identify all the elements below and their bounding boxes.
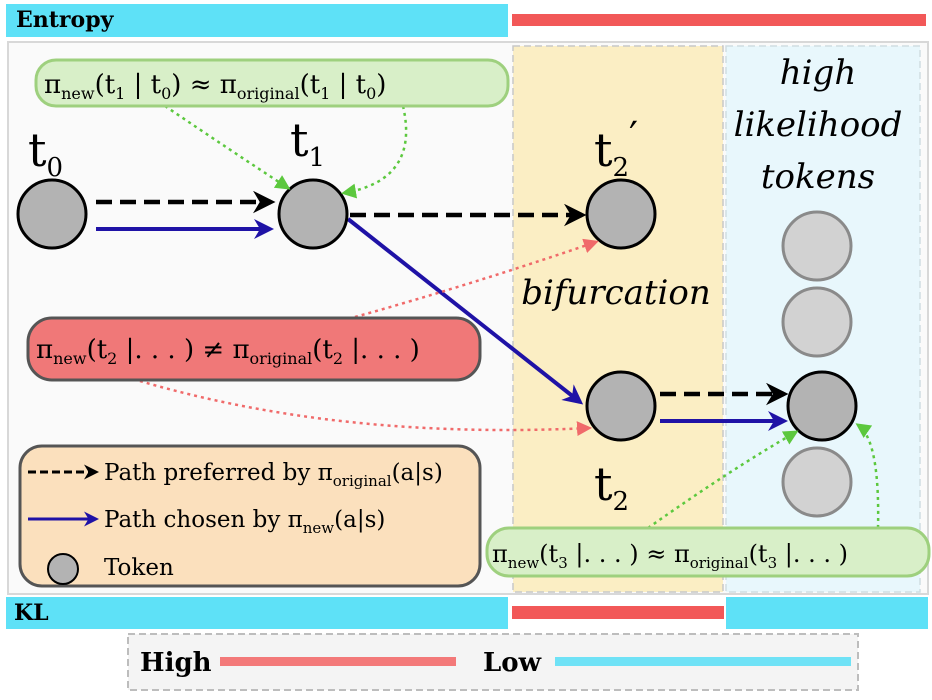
label-t2: t2: [594, 457, 629, 517]
entropy-label: Entropy: [16, 7, 115, 33]
token-alt-3: [781, 446, 853, 518]
legend-preferred-text: Path preferred by πoriginal(a|s): [104, 460, 443, 490]
label-tokens: tokens: [761, 157, 875, 197]
formula-1: πnew(t1 | t0) ≈ πoriginal(t1 | t0): [44, 70, 386, 103]
scale-high-label: High: [140, 648, 212, 678]
formula-3: πnew(t3 |. . . ) ≈ πoriginal(t3 |. . . ): [492, 540, 848, 572]
legend-box: [18, 444, 482, 588]
token-t0: [16, 178, 88, 250]
connector-f2-b: [139, 379, 592, 437]
kl-bar-low-left: [6, 597, 508, 629]
label-likelihood: likelihood: [734, 105, 903, 145]
scale-low-swatch: [555, 657, 851, 666]
path-chosen-t1-t2: [346, 217, 584, 405]
token-alt-1: [781, 210, 853, 282]
connector-f3-a: [647, 430, 799, 530]
connector-f2-a: [354, 238, 599, 319]
token-alt-2: [781, 286, 853, 358]
token-t3: [786, 370, 858, 442]
label-bifurcation: bifurcation: [521, 273, 711, 313]
kl-bar-high: [512, 606, 724, 619]
formula-box-1: [34, 58, 510, 108]
kl-label: KL: [14, 600, 49, 626]
scale-low-label: Low: [483, 648, 542, 678]
token-t2prime: [585, 178, 657, 250]
label-t2prime: t2′: [594, 114, 638, 183]
entropy-bar-low: [6, 4, 508, 37]
label-high: high: [780, 53, 856, 93]
label-t1: t1: [290, 113, 325, 173]
bifurcation-region: [512, 45, 724, 593]
legend-token-swatch: [47, 553, 79, 585]
label-t0: t0: [28, 123, 63, 183]
formula-2: πnew(t2 |. . . ) ≠ πoriginal(t2 |. . . ): [36, 335, 420, 368]
formula-box-3: [485, 526, 931, 578]
token-t1: [277, 178, 349, 250]
kl-bar-low-right: [726, 597, 928, 629]
scale-high-swatch: [220, 657, 456, 666]
formula-box-2: [26, 316, 482, 382]
entropy-bar-high: [512, 14, 926, 26]
legend-token-text: Token: [104, 555, 174, 581]
token-t2: [585, 370, 657, 442]
legend-chosen-text: Path chosen by πnew(a|s): [104, 507, 385, 537]
connector-f1-b: [341, 105, 408, 199]
